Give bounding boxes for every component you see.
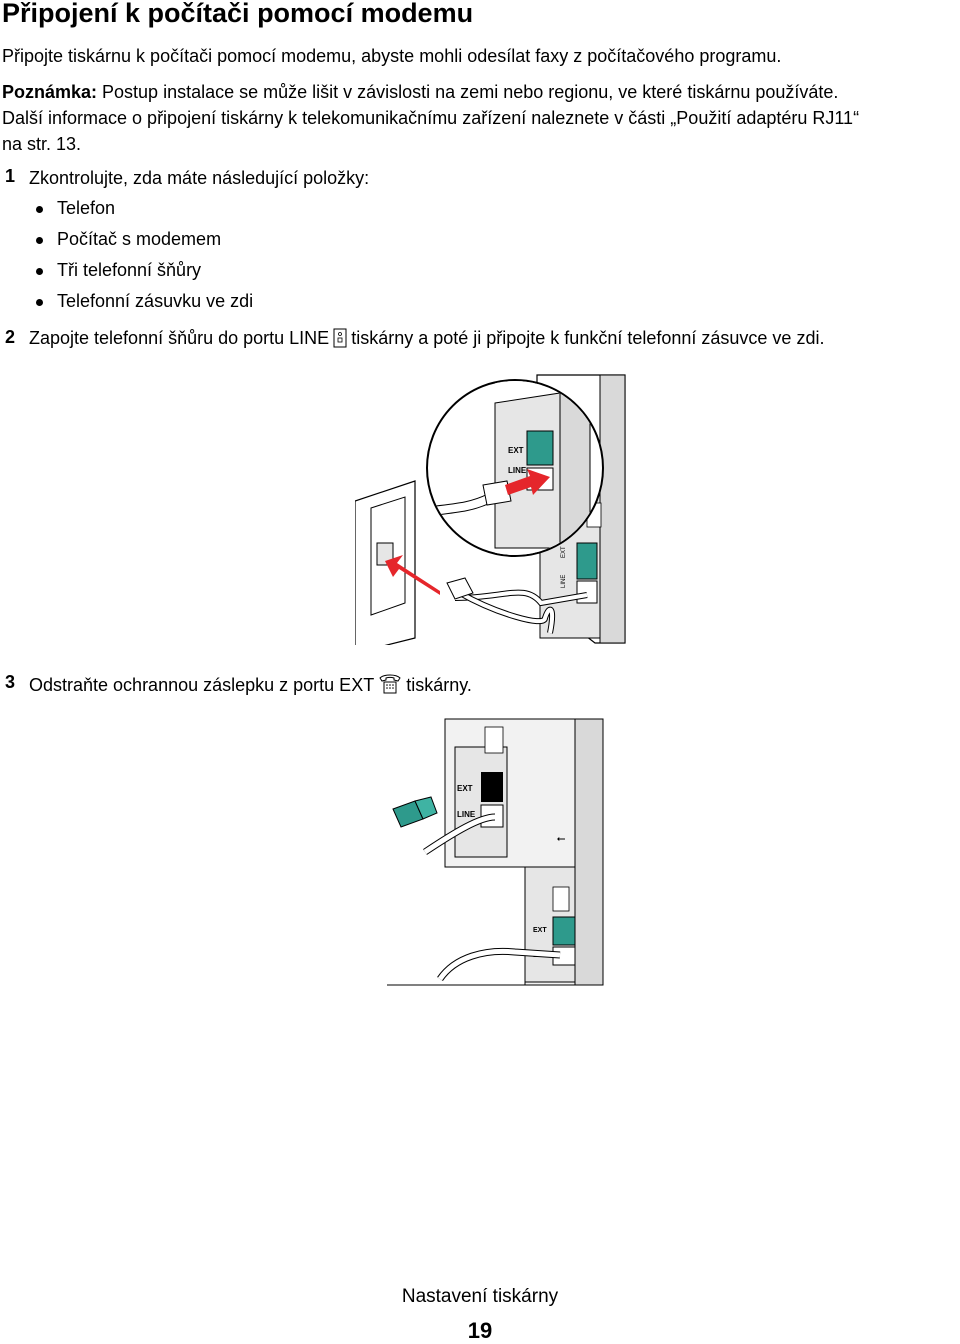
- list-item-cords: Tři telefonní šňůry: [57, 260, 202, 280]
- info-line-1: Další informace o připojení tiskárny k t…: [2, 108, 860, 128]
- bullet-icon: [36, 299, 43, 306]
- list-item-telephone: Telefon: [57, 198, 116, 218]
- footer-section-title: Nastavení tiskárny: [401, 1286, 559, 1307]
- step-2-text: Zapojte telefonní šňůru do portu LINE tis…: [29, 328, 824, 353]
- step-1-number: 1: [5, 166, 16, 186]
- bullet-icon: [36, 268, 43, 275]
- step-3-text-before: Odstraňte ochrannou záslepku z portu EXT: [29, 675, 375, 695]
- line-port-label-top: LINE: [457, 810, 476, 819]
- step-3-text: Odstraňte ochrannou záslepku z portu EXT…: [29, 673, 472, 700]
- bullet-icon: [36, 237, 43, 244]
- ext-port-label-top: EXT: [457, 784, 473, 793]
- step-1-text: Zkontrolujte, zda máte následující polož…: [29, 168, 370, 188]
- line-port-label: LINE: [508, 466, 527, 475]
- step-3-number: 3: [5, 672, 16, 692]
- note-label: Poznámka:: [2, 82, 98, 102]
- ext-port-label: EXT: [508, 446, 524, 455]
- info-line-2: na str. 13.: [2, 134, 82, 154]
- step-3-text-after: tiskárny.: [406, 675, 472, 695]
- step-2-text-before: Zapojte telefonní šňůru do portu LINE: [29, 328, 330, 348]
- usb-icon: ⭠: [557, 833, 566, 845]
- step-2-number: 2: [5, 327, 16, 347]
- list-item-computer: Počítač s modemem: [57, 229, 222, 249]
- list-item-wall-jack: Telefonní zásuvku ve zdi: [57, 291, 254, 311]
- intro-paragraph: Připojte tiskárnu k počítači pomocí mode…: [2, 46, 782, 66]
- note-paragraph: Poznámka: Postup instalace se může lišit…: [2, 79, 838, 105]
- step-2-text-after: tiskárny a poté ji připojte k funkční te…: [351, 328, 825, 348]
- svg-text:LINE: LINE: [561, 575, 567, 588]
- svg-text:EXT: EXT: [561, 546, 567, 558]
- bullet-icon: [36, 206, 43, 213]
- ext-port-label-bottom: EXT: [533, 927, 547, 934]
- line-connection-illustration: ⭠ LINE EXT EXT LINE: [354, 373, 630, 654]
- phone-icon: [378, 673, 402, 700]
- note-text: Postup instalace se může lišit v závislo…: [97, 82, 839, 102]
- page-title: Připojení k počítači pomocí modemu: [2, 0, 474, 28]
- ext-cap-illustration: EXT LINE ⭠ EXT LINE: [385, 717, 605, 994]
- page-number: 19: [467, 1318, 493, 1343]
- line-port-icon: [333, 328, 347, 353]
